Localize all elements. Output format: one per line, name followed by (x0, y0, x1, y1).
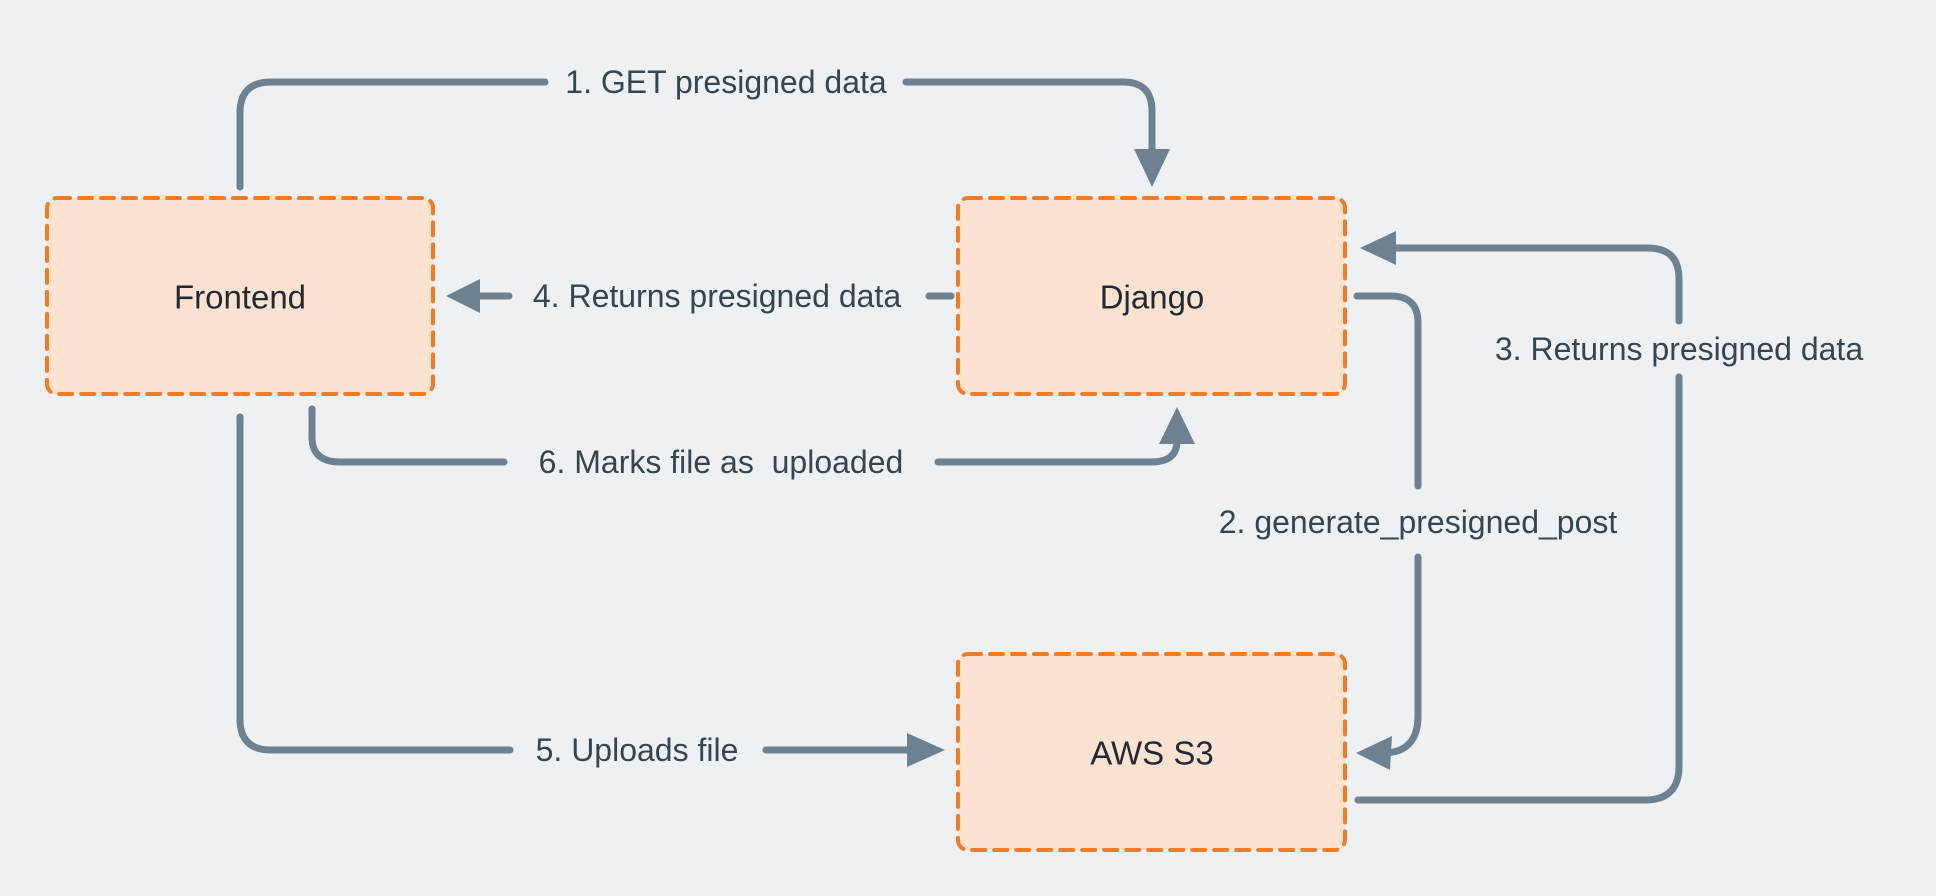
edge-1-segment-right (902, 78, 1156, 153)
edge-5-segment-left (236, 413, 514, 754)
edge-5-label: 5. Uploads file (536, 732, 739, 768)
edge-3-label: 3. Returns presigned data (1495, 331, 1863, 367)
node-aws-s3: AWS S3 (956, 652, 1347, 852)
edge-3-segment-top (1392, 244, 1683, 325)
edge-1-get-presigned-data: 1. GET presigned data (236, 64, 1170, 191)
edge-4-label: 4. Returns presigned data (533, 278, 901, 314)
edge-4-returns-presigned-data: 4. Returns presigned data (446, 278, 955, 314)
node-aws-s3-label: AWS S3 (1090, 735, 1213, 772)
edge-2-segment-bottom (1382, 553, 1422, 757)
edge-2-segment-top (1353, 292, 1422, 490)
node-frontend: Frontend (45, 196, 435, 396)
edge-3-segment-bottom (1354, 373, 1683, 804)
edge-2-generate-presigned-post: 2. generate_presigned_post (1219, 292, 1618, 770)
edge-1-label: 1. GET presigned data (565, 64, 887, 100)
edge-4-arrowhead-left-icon (446, 279, 480, 313)
node-aws-s3-box (956, 652, 1347, 852)
edge-6-arrowhead-up-icon (1159, 407, 1195, 444)
edge-6-segment-left (308, 405, 508, 466)
node-frontend-box (45, 196, 435, 396)
node-django: Django (956, 196, 1347, 396)
edge-1-arrowhead-down-icon (1134, 149, 1170, 187)
node-frontend-label: Frontend (174, 279, 306, 316)
edge-5-arrowhead-right-icon (907, 733, 945, 767)
edge-2-label: 2. generate_presigned_post (1219, 504, 1618, 540)
edge-6-segment-right (934, 437, 1181, 466)
node-django-box (956, 196, 1347, 396)
edge-1-segment-left (236, 78, 549, 191)
edge-6-marks-file-uploaded: 6. Marks file as uploaded (308, 405, 1195, 480)
node-django-label: Django (1100, 279, 1205, 316)
edge-3-arrowhead-left-icon (1360, 231, 1396, 265)
edge-2-arrowhead-left-icon (1356, 736, 1392, 770)
edge-5-uploads-file: 5. Uploads file (236, 413, 945, 768)
edge-6-label: 6. Marks file as uploaded (539, 444, 904, 480)
edge-3-returns-presigned-data: 3. Returns presigned data (1354, 231, 1863, 804)
